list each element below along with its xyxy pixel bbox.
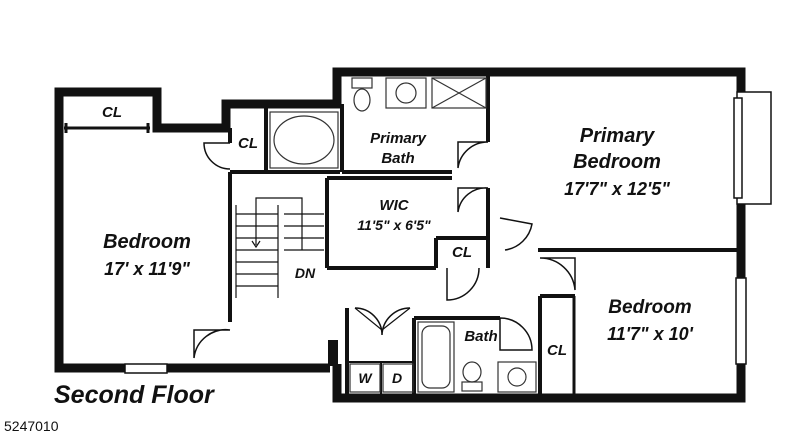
room-label-bedroom-west: Bedroom [103,231,191,253]
floor-title: Second Floor [54,381,215,409]
room-label-primary-bath-1: Primary [370,130,427,147]
windows [124,91,772,374]
fixtures [269,77,537,393]
interior-walls [64,72,741,394]
room-label-primary-bedroom-1: Primary [580,125,655,147]
utility-block [328,340,338,366]
room-size-wic: 11'5" x 6'5" [357,217,431,233]
closet-label-east: CL [547,342,567,359]
closet-label-west: CL [102,104,122,121]
doors [64,123,576,359]
washer-label: W [358,370,373,386]
bath-tub [417,321,455,393]
room-label-wic: WIC [379,197,409,214]
stairs-label: DN [295,265,316,281]
room-size-primary-bedroom: 17'7" x 12'5" [564,179,670,199]
room-label-primary-bath-2: Bath [381,150,414,167]
soaking-tub [269,111,339,169]
dryer-label: D [392,370,402,386]
exterior-walls [54,67,746,403]
listing-id: 5247010 [4,418,59,434]
closet-label-hall: CL [452,244,472,261]
closet-label-upper: CL [238,135,258,152]
room-label-primary-bedroom-2: Bedroom [573,151,661,173]
room-label-bedroom-east: Bedroom [608,297,692,318]
room-label-bath: Bath [464,328,497,345]
staircase [235,197,324,298]
room-size-bedroom-west: 17' x 11'9" [104,259,190,279]
room-size-bedroom-east: 11'7" x 10' [607,324,694,344]
